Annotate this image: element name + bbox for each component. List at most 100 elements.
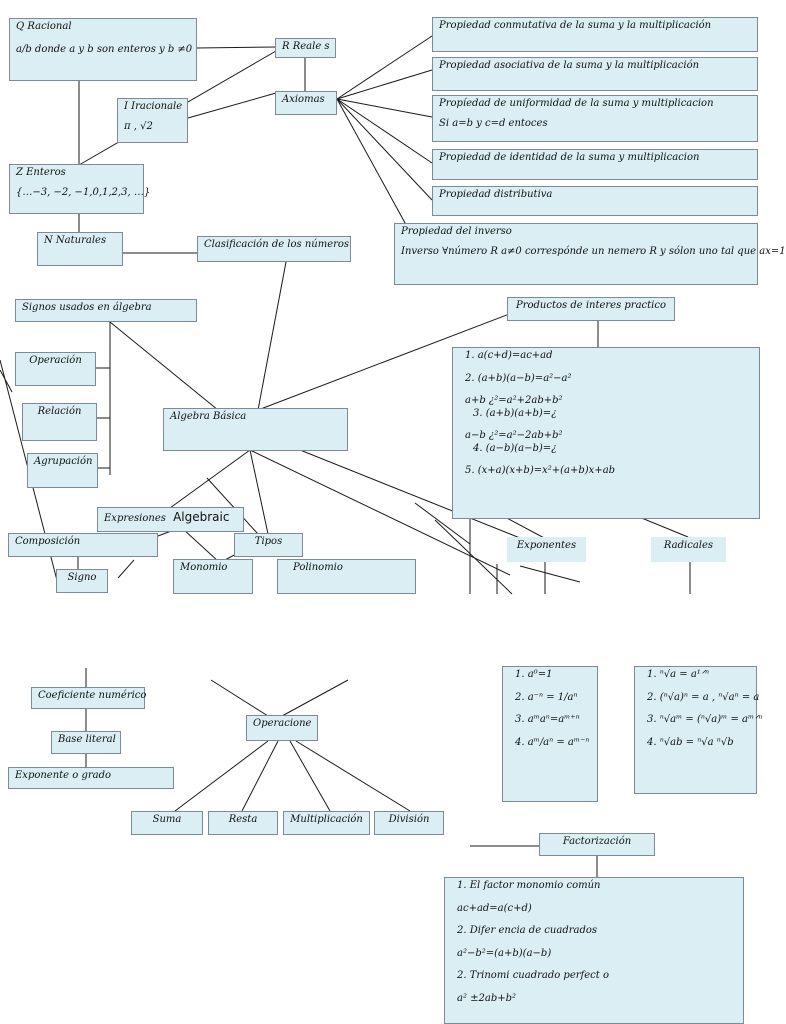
exponente-regla-4: 4. aᵐ/aⁿ = aᵐ⁻ⁿ (515, 736, 590, 748)
irracionales-title: I Iracionale (124, 101, 183, 112)
clasificacion-node: Clasificación de los números (197, 236, 351, 262)
division-label: División (388, 814, 430, 825)
factor-caso-1: 1. El factor monomio común (457, 880, 601, 891)
radicales-label: Radicales (663, 540, 714, 551)
signos-label: Signos usados en álgebra (22, 302, 152, 313)
connector-lines (0, 35, 691, 878)
polinomio-label: Polinomio (293, 562, 343, 573)
factor-caso-2-formula: a²−b²=(a+b)(a−b) (457, 947, 552, 959)
producto-1: 1. a(c+d)=ac+ad (465, 350, 553, 361)
multiplicacion-label: Multiplicación (290, 814, 363, 825)
prop-asociativa-label: Propiedad asociativa de la suma y la mul… (439, 60, 700, 71)
operaciones-node: Operacione (246, 715, 318, 741)
reales-label: R Reale s (282, 41, 330, 52)
reales-node: R Reale s (275, 38, 336, 58)
algebraic-label: Algebraic (173, 510, 230, 524)
composicion-label: Composición (15, 536, 81, 547)
prop-conmutativa-node: Propiedad conmutativa de la suma y la mu… (432, 17, 758, 52)
producto-2: 2. (a+b)(a−b)=a²−a² (465, 372, 572, 384)
clasificacion-label: Clasificación de los números (204, 239, 350, 250)
racional-title: Q Racional (16, 21, 72, 32)
factor-caso-2: 2. Difer encia de cuadrados (457, 925, 598, 936)
racional-definition: a/b donde a y b son enteros y b ≠0 (16, 43, 193, 55)
factor-caso-3-formula: a² ±2ab+b² (457, 992, 517, 1004)
signo-node: Signo (56, 569, 108, 593)
agrupacion-label: Agrupación (34, 456, 93, 467)
resta-label: Resta (228, 814, 258, 825)
exponente-grado-label: Exponente o grado (15, 770, 112, 781)
irracionales-example: π , √2 (124, 120, 153, 132)
exponentes-list-box: 1. a⁰=1 2. a⁻ⁿ = 1/aⁿ 3. aᵐaⁿ=aᵐ⁺ⁿ 4. aᵐ… (502, 666, 598, 802)
prop-uniformidad-condition: Si a=b y c=d entoces (439, 117, 548, 129)
factor-caso-1-formula: ac+ad=a(c+d) (457, 902, 532, 914)
naturales-node: N Naturales (37, 232, 123, 266)
exponente-regla-2: 2. a⁻ⁿ = 1/aⁿ (515, 691, 578, 703)
enteros-set: {…−3, −2, −1,0,1,2,3, …} (16, 186, 151, 198)
prop-inverso-node: Propiedad del inverso Inverso ∀número R … (394, 223, 786, 285)
radicales-list-box: 1. ⁿ√a = a¹ᐟⁿ 2. (ⁿ√a)ⁿ = a , ⁿ√aⁿ = a 3… (634, 666, 763, 794)
prop-uniformidad-label: Propíedad de uniformidad de la suma y mu… (439, 98, 714, 109)
prop-inverso-title: Propiedad del inverso (401, 226, 512, 237)
operaciones-label: Operacione (253, 718, 312, 729)
monomio-label: Monomio (180, 562, 228, 573)
base-literal-label: Base literal (58, 734, 116, 745)
signo-label: Signo (67, 572, 97, 583)
prop-identidad-label: Propiedad de identidad de la suma y mult… (439, 152, 700, 163)
operacion-label: Operación (29, 355, 82, 366)
factorizacion-list-box: 1. El factor monomio común ac+ad=a(c+d) … (444, 877, 744, 1024)
suma-label: Suma (152, 814, 182, 825)
polinomio-node: Polinomio (277, 559, 416, 594)
radical-regla-3: 3. ⁿ√aᵐ = (ⁿ√a)ᵐ = aᵐᐟⁿ (647, 714, 763, 725)
factor-caso-3: 2. Trinomi cuadrado perfect o (457, 970, 609, 981)
enteros-title: Z Enteros (16, 167, 66, 178)
producto-5: 5. (x+a)(x+b)=x²+(a+b)x+ab (465, 465, 616, 476)
operacion-node: Operación (15, 352, 96, 386)
productos-list-box: 1. a(c+d)=ac+ad 2. (a+b)(a−b)=a²−a² a+b … (452, 347, 760, 519)
coeficiente-label: Coeficiente numérico (38, 690, 147, 701)
multiplicacion-node: Multiplicación (283, 811, 370, 835)
productos-label: Productos de interes practico (516, 300, 666, 311)
producto-3-expansion: a+b ¿²=a²+2ab+b² (465, 395, 563, 406)
axiomas-label: Axiomas (282, 94, 325, 105)
signos-node: Signos usados en álgebra (15, 299, 197, 322)
composicion-node: Composición (8, 533, 158, 557)
irracionales-node: I Iracionale π , √2 (117, 98, 188, 143)
prop-identidad-node: Propiedad de identidad de la suma y mult… (432, 149, 758, 180)
agrupacion-node: Agrupación (27, 453, 98, 488)
producto-4-expansion: a−b ¿²=a²−2ab+b² (465, 430, 563, 441)
prop-uniformidad-node: Propíedad de uniformidad de la suma y mu… (432, 95, 758, 142)
producto-4: 4. (a−b)(a−b)=¿ (473, 442, 557, 454)
racional-node: Q Racional a/b donde a y b son enteros y… (9, 18, 197, 81)
tipos-node: Tipos (234, 533, 303, 557)
exponente-grado-node: Exponente o grado (8, 767, 174, 789)
prop-inverso-definition: Inverso ∀número R a≠0 correspónde un nem… (401, 245, 786, 257)
exponente-regla-3: 3. aᵐaⁿ=aᵐ⁺ⁿ (515, 714, 580, 725)
exponentes-label: Exponentes (516, 540, 577, 551)
exponentes-node: Exponentes (507, 537, 586, 562)
enteros-node: Z Enteros {…−3, −2, −1,0,1,2,3, …} (9, 164, 151, 214)
expresiones-node: Expresiones Algebraic (97, 507, 244, 532)
naturales-label: N Naturales (44, 235, 107, 246)
division-node: División (374, 811, 444, 835)
monomio-node: Monomio (173, 559, 253, 594)
prop-conmutativa-label: Propiedad conmutativa de la suma y la mu… (439, 20, 712, 31)
axiomas-node: Axiomas (275, 91, 337, 115)
radical-regla-2: 2. (ⁿ√a)ⁿ = a , ⁿ√aⁿ = a (647, 691, 760, 703)
coeficiente-node: Coeficiente numérico (31, 687, 147, 709)
expresiones-label: Expresiones (104, 513, 166, 524)
prop-distributiva-node: Propiedad distributiva (432, 186, 758, 216)
algebra-basica-label: Algebra Básica (170, 411, 247, 422)
prop-distributiva-label: Propiedad distributiva (439, 189, 553, 200)
suma-node: Suma (131, 811, 203, 835)
radical-regla-4: 4. ⁿ√ab = ⁿ√a ⁿ√b (647, 736, 734, 748)
factorizacion-node: Factorización (539, 833, 655, 856)
radicales-node: Radicales (651, 537, 726, 562)
exponente-regla-1: 1. a⁰=1 (515, 669, 553, 680)
relacion-label: Relación (37, 406, 82, 417)
relacion-node: Relación (22, 403, 97, 441)
factorizacion-label: Factorización (562, 836, 632, 847)
prop-asociativa-node: Propiedad asociativa de la suma y la mul… (432, 57, 758, 91)
tipos-label: Tipos (254, 536, 283, 547)
resta-node: Resta (208, 811, 278, 835)
radical-regla-1: 1. ⁿ√a = a¹ᐟⁿ (647, 669, 710, 680)
